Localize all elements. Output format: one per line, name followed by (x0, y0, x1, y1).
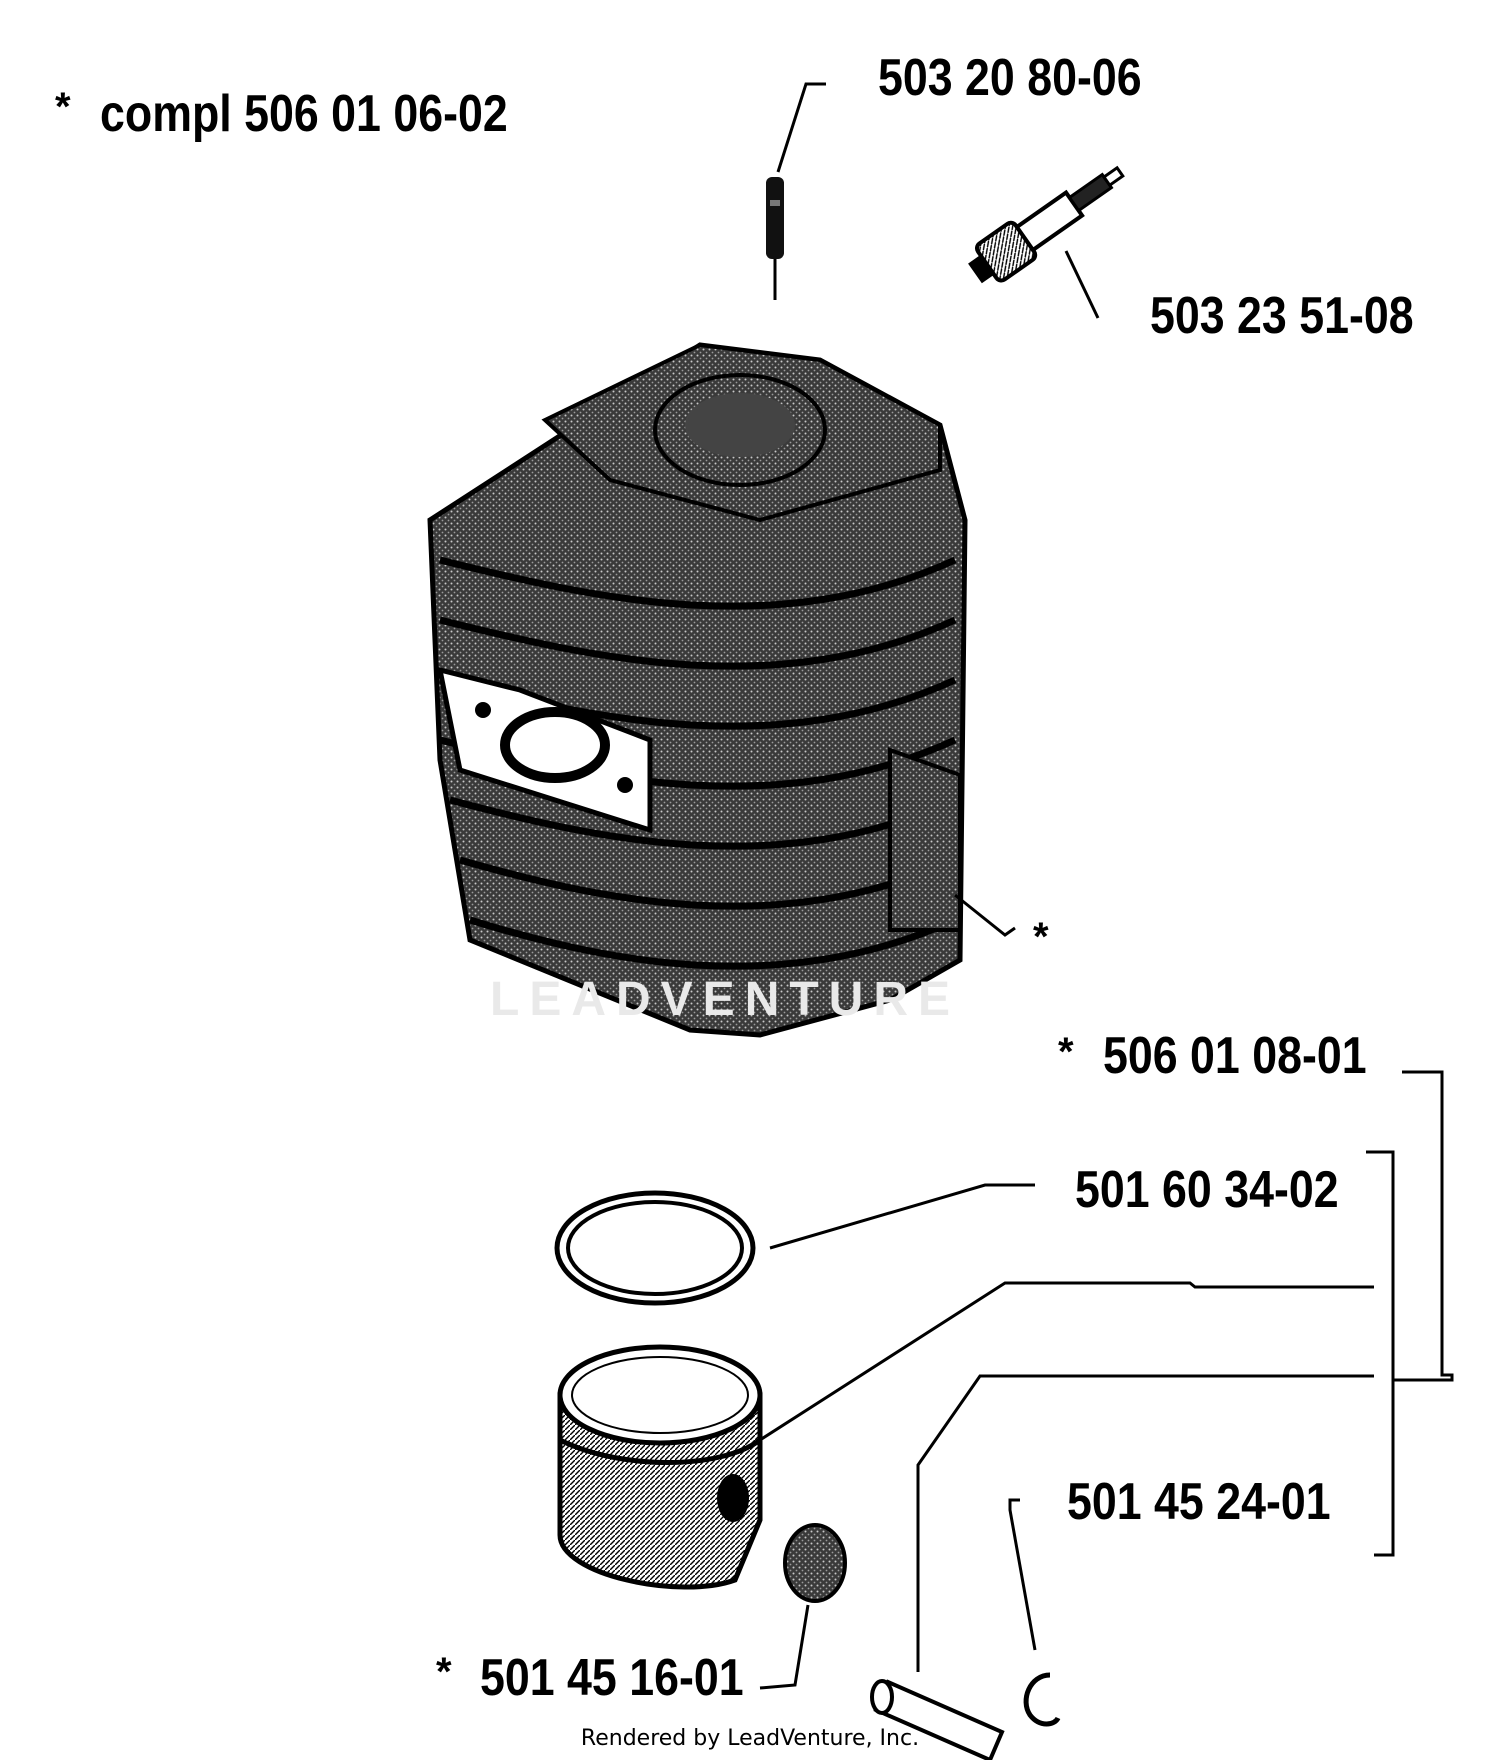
bearing-star: * (436, 1650, 452, 1694)
part-number-pin: 503 20 80-06 (878, 49, 1142, 107)
spark-plug-leader (1064, 250, 1100, 319)
watermark: LEADVENTURE (490, 973, 961, 1026)
piston-part (557, 1281, 1374, 1590)
piston-pin-part (870, 1374, 1374, 1760)
complete-label: compl 506 01 06-02 (100, 85, 508, 143)
part-number-piston-circlip: 501 45 24-01 (1067, 1473, 1331, 1531)
part-number-spark-plug: 503 23 51-08 (1150, 287, 1414, 345)
spark-plug-part (968, 165, 1125, 284)
part-number-piston-ring: 501 60 34-02 (1075, 1161, 1339, 1219)
cylinder-star: * (1033, 915, 1049, 959)
piston-ring-part (554, 1183, 1035, 1306)
part-number-needle-bearing: 501 45 16-01 (480, 1649, 744, 1707)
part-number-piston-kit: 506 01 08-01 (1103, 1027, 1367, 1085)
pin-part (766, 82, 826, 300)
cylinder-part (427, 342, 1016, 1038)
ring-piston-bracket (1366, 1150, 1395, 1557)
complete-star: * (55, 85, 71, 129)
needle-bearing-part (759, 1523, 847, 1690)
circlip-part (1008, 1498, 1061, 1727)
kit-star: * (1058, 1030, 1074, 1074)
footer-credit: Rendered by LeadVenture, Inc. (580, 1726, 920, 1751)
kit-bracket (1402, 1070, 1454, 1382)
